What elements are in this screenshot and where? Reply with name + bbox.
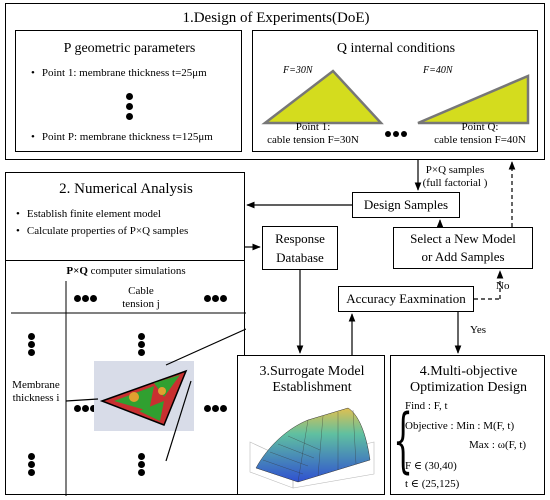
- p-ellipsis-dot: [126, 93, 133, 100]
- membrane-triangle-q: [417, 74, 530, 125]
- p-point-P: Point P: membrane thickness t=125μm: [31, 131, 213, 143]
- select-model-box: Select a New Model or Add Samples: [393, 227, 533, 269]
- surrogate-title: 3.Surrogate Model Establishment: [259, 364, 365, 395]
- accuracy-box: Accuracy Eaxmination: [338, 286, 474, 312]
- optimization-title: 4.Multi-objective Optimization Design: [409, 364, 528, 395]
- membrane-triangle-1: [261, 69, 384, 125]
- optimization-brace: {: [393, 399, 414, 481]
- optimization-panel: 4.Multi-objective Optimization Design { …: [390, 355, 545, 495]
- response-database-box: Response Database: [262, 226, 338, 270]
- q-point-1-caption: Point 1: cable tension F=30N: [267, 121, 359, 146]
- q-force-2-label: F=40N: [423, 65, 453, 76]
- p-ellipsis-dot: [126, 103, 133, 110]
- samples-note: P×Q samples (full factorial ): [422, 164, 488, 189]
- opt-objective-max: Max : ω(F, t): [469, 439, 527, 451]
- numerical-title: 2. Numerical Analysis: [59, 181, 193, 197]
- membrane-triangles: [261, 69, 530, 125]
- q-force-1-label: F=30N: [283, 65, 313, 76]
- numerical-bullet-2: Calculate properties of P×Q samples: [16, 225, 188, 237]
- p-parameters-box: P geometric parameters Point 1: membrane…: [15, 30, 242, 152]
- q-point-Q-caption: Point Q: cable tension F=40N: [434, 121, 526, 146]
- q-conditions-title: Q internal conditions: [336, 41, 456, 56]
- p-point-1: Point 1: membrane thickness t=25μm: [31, 67, 207, 79]
- membrane-thickness-header: Membrane thickness i: [12, 379, 60, 404]
- surrogate-surface-plot: [249, 407, 375, 489]
- simulations-box: P×Q computer simulations Cable tension j…: [5, 260, 246, 496]
- q-conditions-box: Q internal conditions F=30N F=40N Point …: [252, 30, 538, 152]
- design-samples-box: Design Samples: [352, 192, 460, 218]
- opt-find: Find : F, t: [405, 400, 448, 412]
- p-parameters-title: P geometric parameters: [63, 41, 196, 56]
- opt-constraint-f: F ∈ (30,40): [405, 460, 457, 472]
- yes-label: Yes: [470, 324, 487, 336]
- no-label: No: [496, 280, 510, 292]
- cable-tension-header: Cable tension j: [122, 285, 160, 310]
- opt-constraint-t: t ∈ (25,125): [405, 478, 460, 490]
- simulations-title: P×Q computer simulations: [66, 265, 186, 277]
- surrogate-model-panel: 3.Surrogate Model Establishment: [237, 355, 385, 495]
- opt-objective-min: Objective : Min : M(F, t): [405, 420, 515, 432]
- doe-title: 1.Design of Experiments(DoE): [182, 10, 370, 26]
- p-ellipsis-dot: [126, 113, 133, 120]
- fem-simulation-image: [94, 361, 194, 431]
- simulation-grid-lines: [11, 281, 246, 496]
- fem-cable-lines: [65, 328, 246, 462]
- numerical-bullet-1: Establish finite element model: [16, 208, 161, 220]
